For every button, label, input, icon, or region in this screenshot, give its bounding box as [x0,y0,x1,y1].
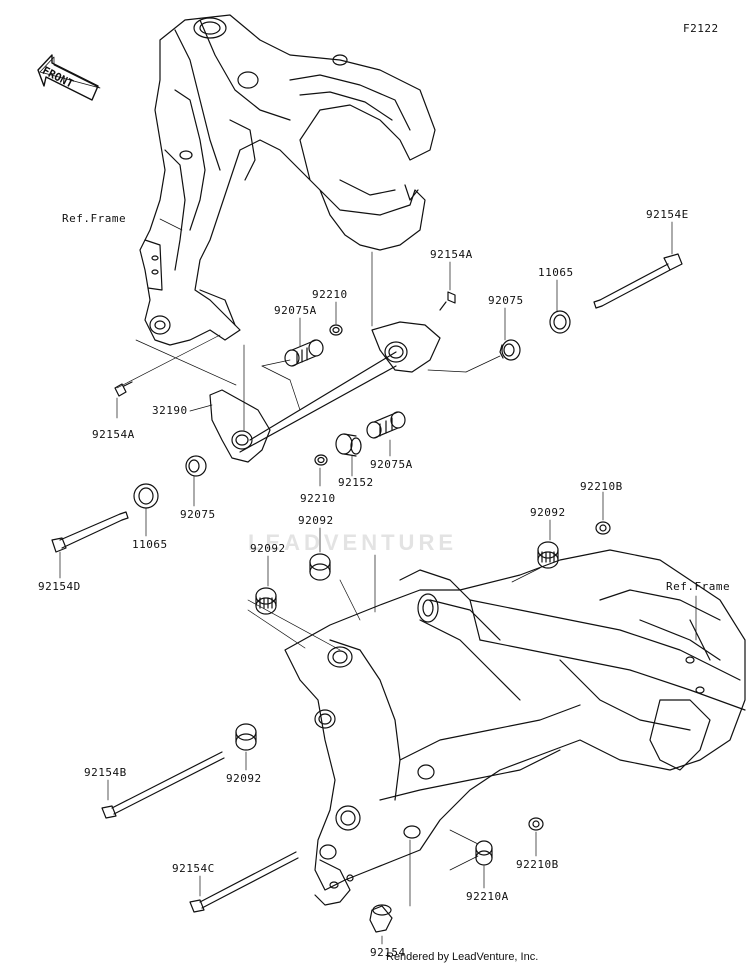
label-11065-top[interactable]: 11065 [538,266,574,279]
label-92154C[interactable]: 92154C [172,862,215,875]
label-92152[interactable]: 92152 [338,476,374,489]
label-92075A-top[interactable]: 92075A [274,304,317,317]
lower-frame-drawing [284,549,746,906]
label-32190[interactable]: 32190 [152,404,188,417]
label-92210-mid[interactable]: 92210 [300,492,336,505]
footer-credit: Rendered by LeadVenture, Inc. [386,951,539,963]
label-92154[interactable]: 92154 [370,946,406,959]
figure-code: F2122 [683,22,719,35]
label-92092-d[interactable]: 92092 [226,772,262,785]
label-92092-a[interactable]: 92092 [298,514,334,527]
leader-lines [59,218,697,945]
label-92154E[interactable]: 92154E [646,208,689,221]
label-92154D[interactable]: 92154D [38,580,81,593]
label-92210A[interactable]: 92210A [466,890,509,903]
front-arrow-icon [37,54,101,101]
label-ref-frame-top: Ref.Frame [62,212,127,225]
label-92154A-top[interactable]: 92154A [430,248,473,261]
label-92092-b[interactable]: 92092 [250,542,286,555]
label-92154A-left[interactable]: 92154A [92,428,135,441]
label-ref-frame-right: Ref.Frame [666,580,731,593]
label-92092-c[interactable]: 92092 [530,506,566,519]
lower-mount-parts [101,521,611,933]
upper-frame-drawing [139,14,436,346]
watermark: LEADVENTURE [248,530,458,555]
upper-mount-parts [51,253,683,553]
label-11065-left[interactable]: 11065 [132,538,168,551]
label-92154B[interactable]: 92154B [84,766,127,779]
label-92210B-bottom[interactable]: 92210B [516,858,559,871]
label-92210B-top[interactable]: 92210B [580,480,623,493]
label-92210-top[interactable]: 92210 [312,288,348,301]
label-92075-left[interactable]: 92075 [180,508,216,521]
label-92075A-mid[interactable]: 92075A [370,458,413,471]
label-92075-top[interactable]: 92075 [488,294,524,307]
